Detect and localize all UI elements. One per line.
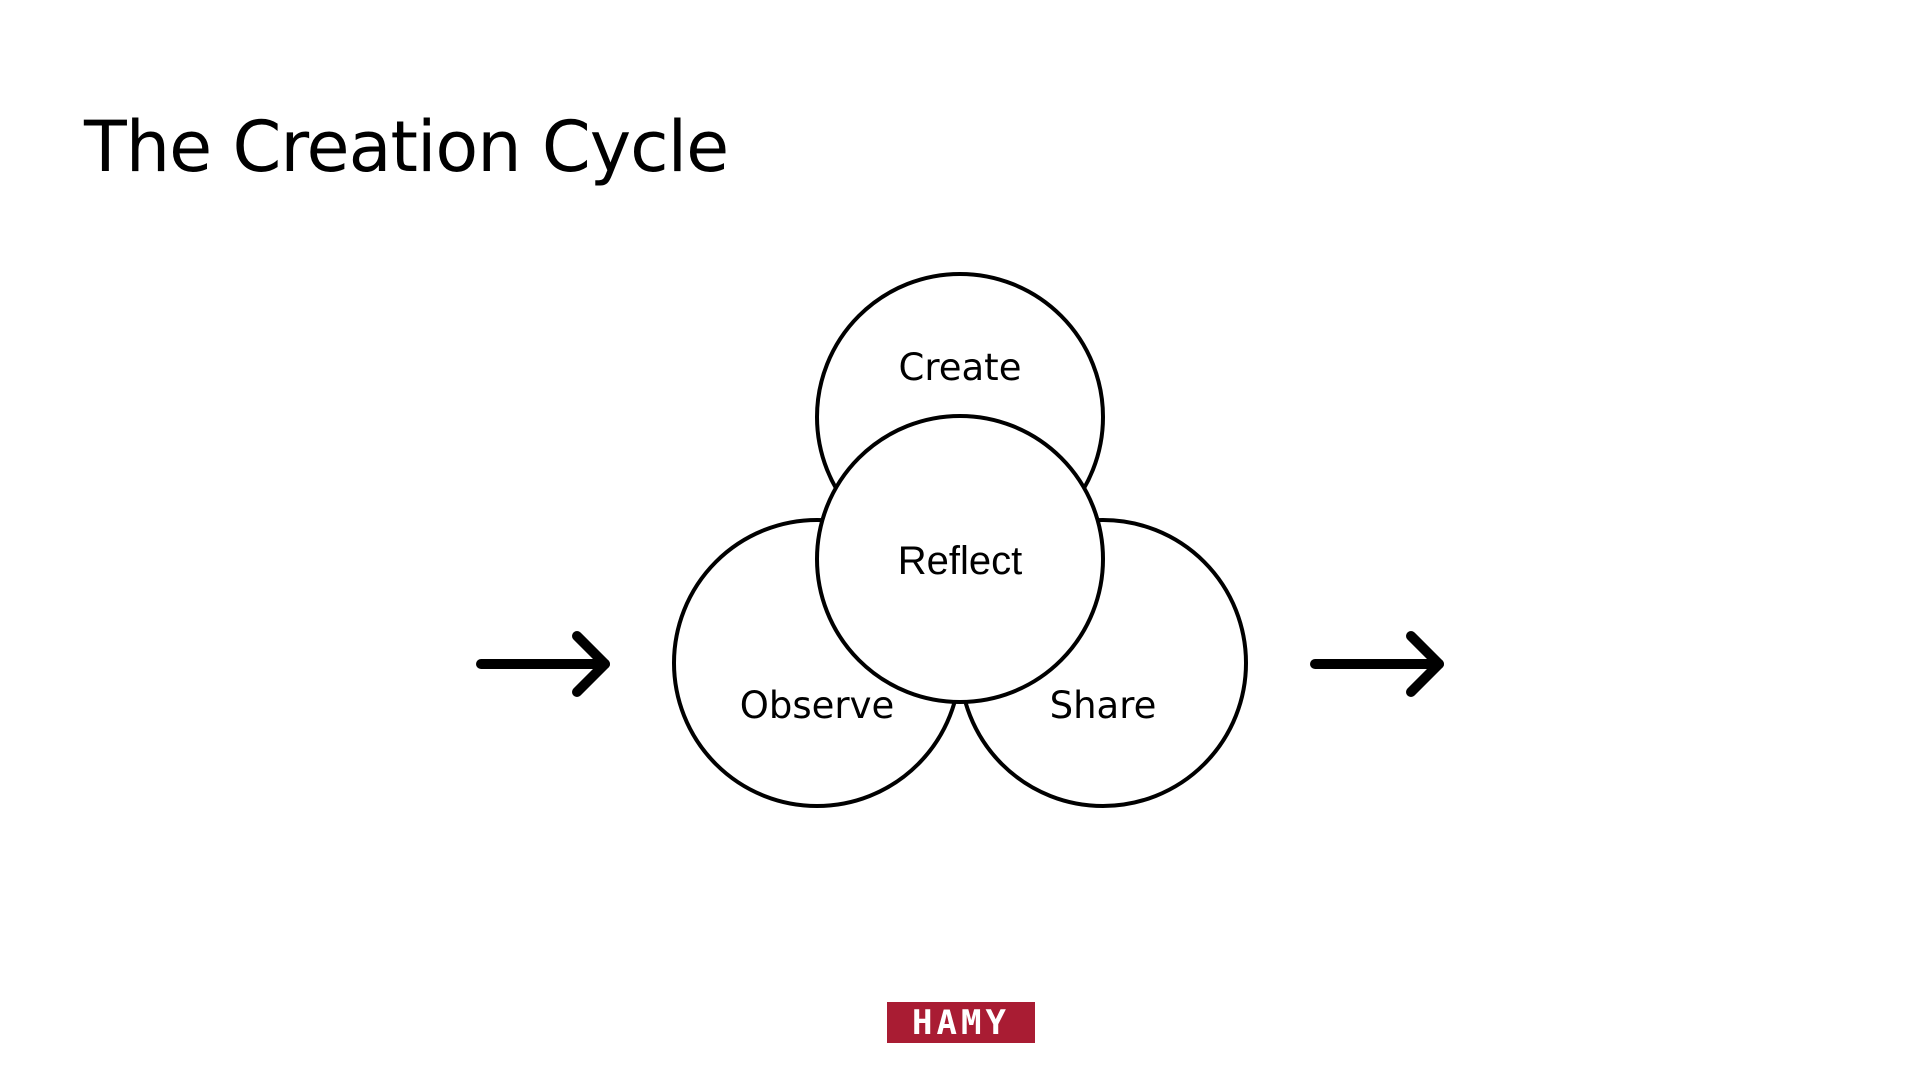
observe-label: Observe	[740, 684, 895, 727]
create-label: Create	[899, 346, 1022, 389]
logo-text: HAMY	[912, 1002, 1010, 1043]
slide-title: The Creation Cycle	[84, 106, 729, 188]
hamy-logo: HAMY	[887, 1002, 1035, 1043]
output-arrow-icon	[1310, 631, 1444, 697]
reflect-label: Reflect	[898, 539, 1023, 583]
input-arrow-icon	[476, 631, 610, 697]
reflect-circle	[815, 414, 1105, 704]
share-label: Share	[1050, 684, 1157, 727]
